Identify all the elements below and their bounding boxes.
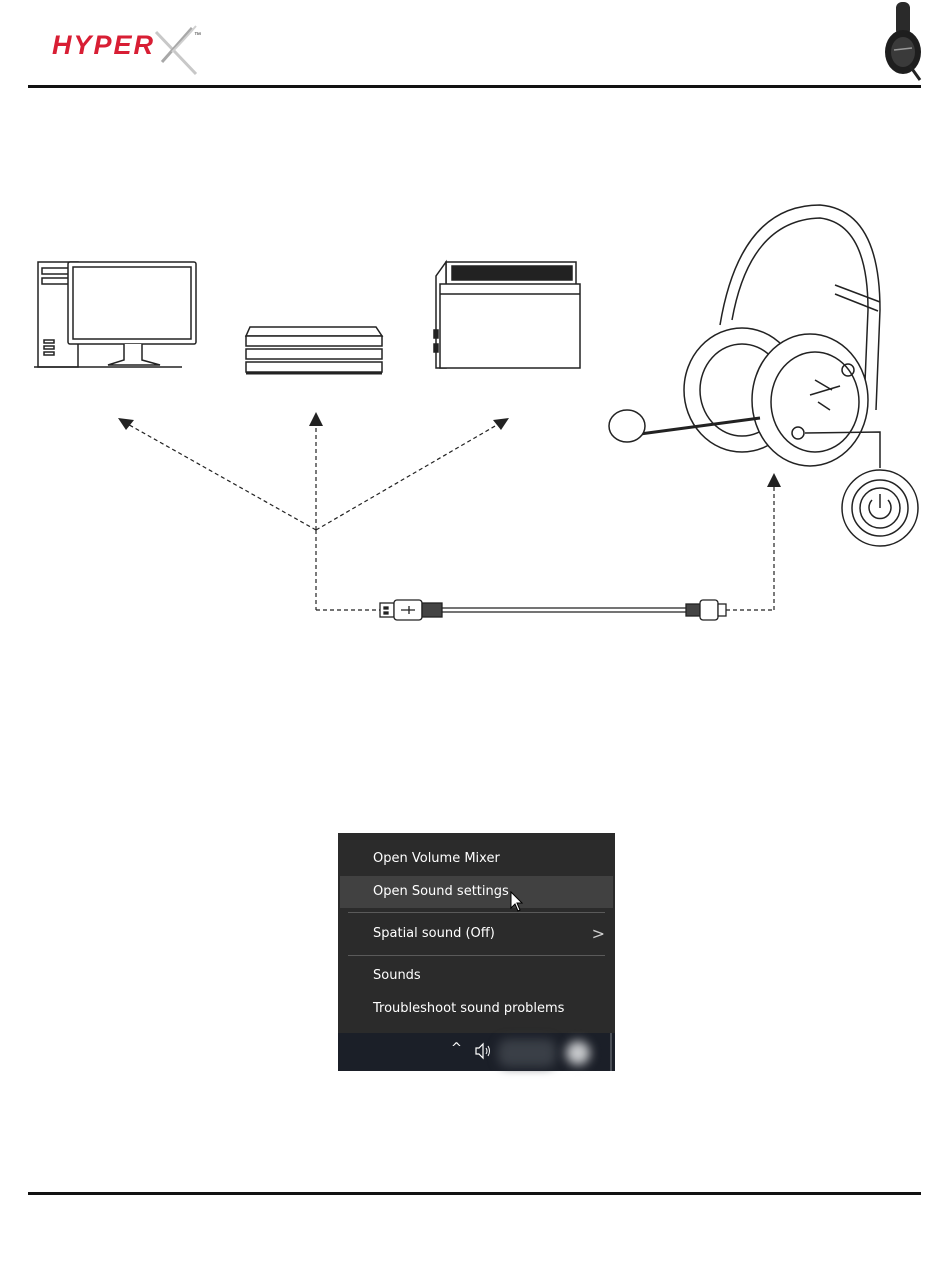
blurred-tray-icon — [498, 1039, 556, 1067]
sound-context-menu: Open Volume Mixer Open Sound settings Sp… — [338, 833, 615, 1071]
volume-icon[interactable] — [474, 1042, 494, 1060]
chevron-right-icon: > — [592, 918, 605, 950]
mouse-cursor-icon — [510, 891, 524, 913]
menu-item-label: Sounds — [373, 960, 421, 992]
menu-item-label: Open Volume Mixer — [373, 843, 500, 875]
taskbar: ^ — [338, 1033, 615, 1071]
hyperx-logo: HYPER ™ — [44, 22, 214, 78]
logo-x-icon — [152, 22, 200, 78]
menu-item-open-sound-settings[interactable]: Open Sound settings — [340, 876, 613, 908]
footer-divider — [28, 1192, 921, 1195]
logo-text: HYPER — [52, 30, 155, 61]
menu-item-troubleshoot[interactable]: Troubleshoot sound problems — [340, 993, 613, 1025]
pc-icon — [34, 262, 196, 367]
menu-item-label: Open Sound settings — [373, 876, 509, 908]
usb-cable-icon — [380, 600, 726, 620]
wireless-headset-icon — [609, 205, 880, 468]
ps4-console-icon — [246, 327, 382, 373]
arrow-heads — [118, 412, 781, 487]
switch-dock-icon — [434, 262, 580, 368]
connection-diagram — [0, 190, 950, 650]
header-divider — [28, 85, 921, 88]
page-header: HYPER ™ — [0, 0, 950, 90]
menu-separator — [348, 912, 605, 913]
menu-item-label: Spatial sound (Off) — [373, 918, 495, 950]
logo-trademark: ™ — [194, 32, 201, 39]
menu-separator — [348, 955, 605, 956]
connection-arrows — [124, 420, 774, 610]
taskbar-edge — [610, 1033, 612, 1071]
menu-item-sounds[interactable]: Sounds — [340, 960, 613, 992]
power-button-icon — [842, 470, 918, 546]
menu-item-open-volume-mixer[interactable]: Open Volume Mixer — [340, 843, 613, 875]
menu-item-label: Troubleshoot sound problems — [373, 993, 564, 1025]
chevron-up-icon[interactable]: ^ — [451, 1041, 462, 1056]
blurred-tray-icon — [566, 1041, 590, 1065]
menu-item-spatial-sound[interactable]: Spatial sound (Off) > — [340, 918, 613, 950]
headset-thumbnail-icon — [878, 0, 928, 84]
